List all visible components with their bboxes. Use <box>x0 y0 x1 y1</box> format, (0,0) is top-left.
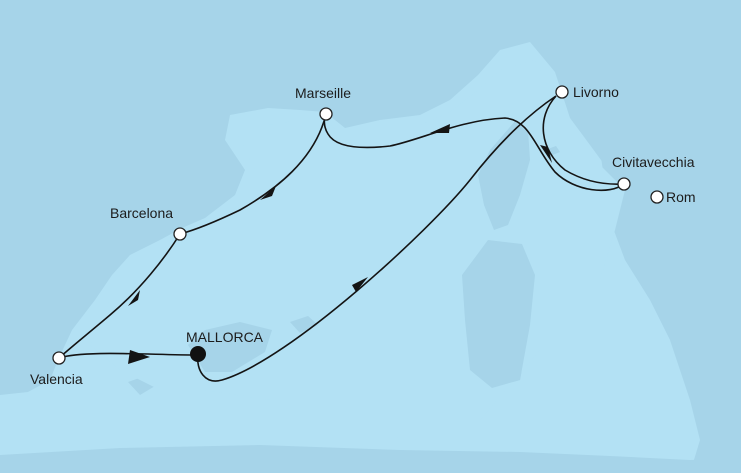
port-marker-barcelona[interactable] <box>173 227 187 241</box>
port-label-mallorca: MALLORCA <box>186 329 264 345</box>
arrow-civitavecchia-marseille <box>430 124 450 133</box>
arrow-livorno-civitavecchia <box>540 145 552 163</box>
land-iberia-france-italy <box>0 0 741 395</box>
route-livorno-civitavecchia <box>542 95 625 185</box>
port-label-marseille: Marseille <box>295 85 352 101</box>
port-label-valencia: Valencia <box>30 371 83 387</box>
port-label-barcelona: Barcelona <box>110 205 174 221</box>
land-italy-south <box>600 90 741 473</box>
port-marker-marseille[interactable] <box>319 107 333 121</box>
arrow-barcelona-valencia <box>128 290 140 306</box>
land-mallorca-top <box>188 322 272 372</box>
port-marker-civitavecchia[interactable] <box>617 177 631 191</box>
route-lines <box>58 95 625 382</box>
land-menorca-top <box>290 316 318 333</box>
route-civitavecchia-marseille <box>323 113 625 192</box>
arrow-valencia-mallorca <box>128 350 150 364</box>
port-label-civitavecchia: Civitavecchia <box>612 154 695 170</box>
route-marseille-barcelona <box>179 113 327 235</box>
port-label-livorno: Livorno <box>573 84 619 100</box>
land-north-africa <box>0 445 741 473</box>
port-marker-mallorca[interactable] <box>190 346 206 362</box>
port-markers <box>52 85 664 365</box>
port-marker-livorno[interactable] <box>555 85 569 99</box>
route-mallorca-livorno <box>196 95 557 382</box>
route-barcelona-valencia <box>58 233 181 359</box>
land-sardinia-top <box>462 240 535 388</box>
port-marker-valencia[interactable] <box>52 351 66 365</box>
arrow-mallorca-livorno <box>352 277 368 292</box>
arrow-marseille-barcelona <box>260 186 276 200</box>
route-valencia-mallorca <box>58 352 199 359</box>
city-marker-rom[interactable] <box>650 190 664 204</box>
land-corsica-top <box>478 120 530 230</box>
city-label-rom: Rom <box>666 189 696 205</box>
route-arrows <box>128 124 552 364</box>
